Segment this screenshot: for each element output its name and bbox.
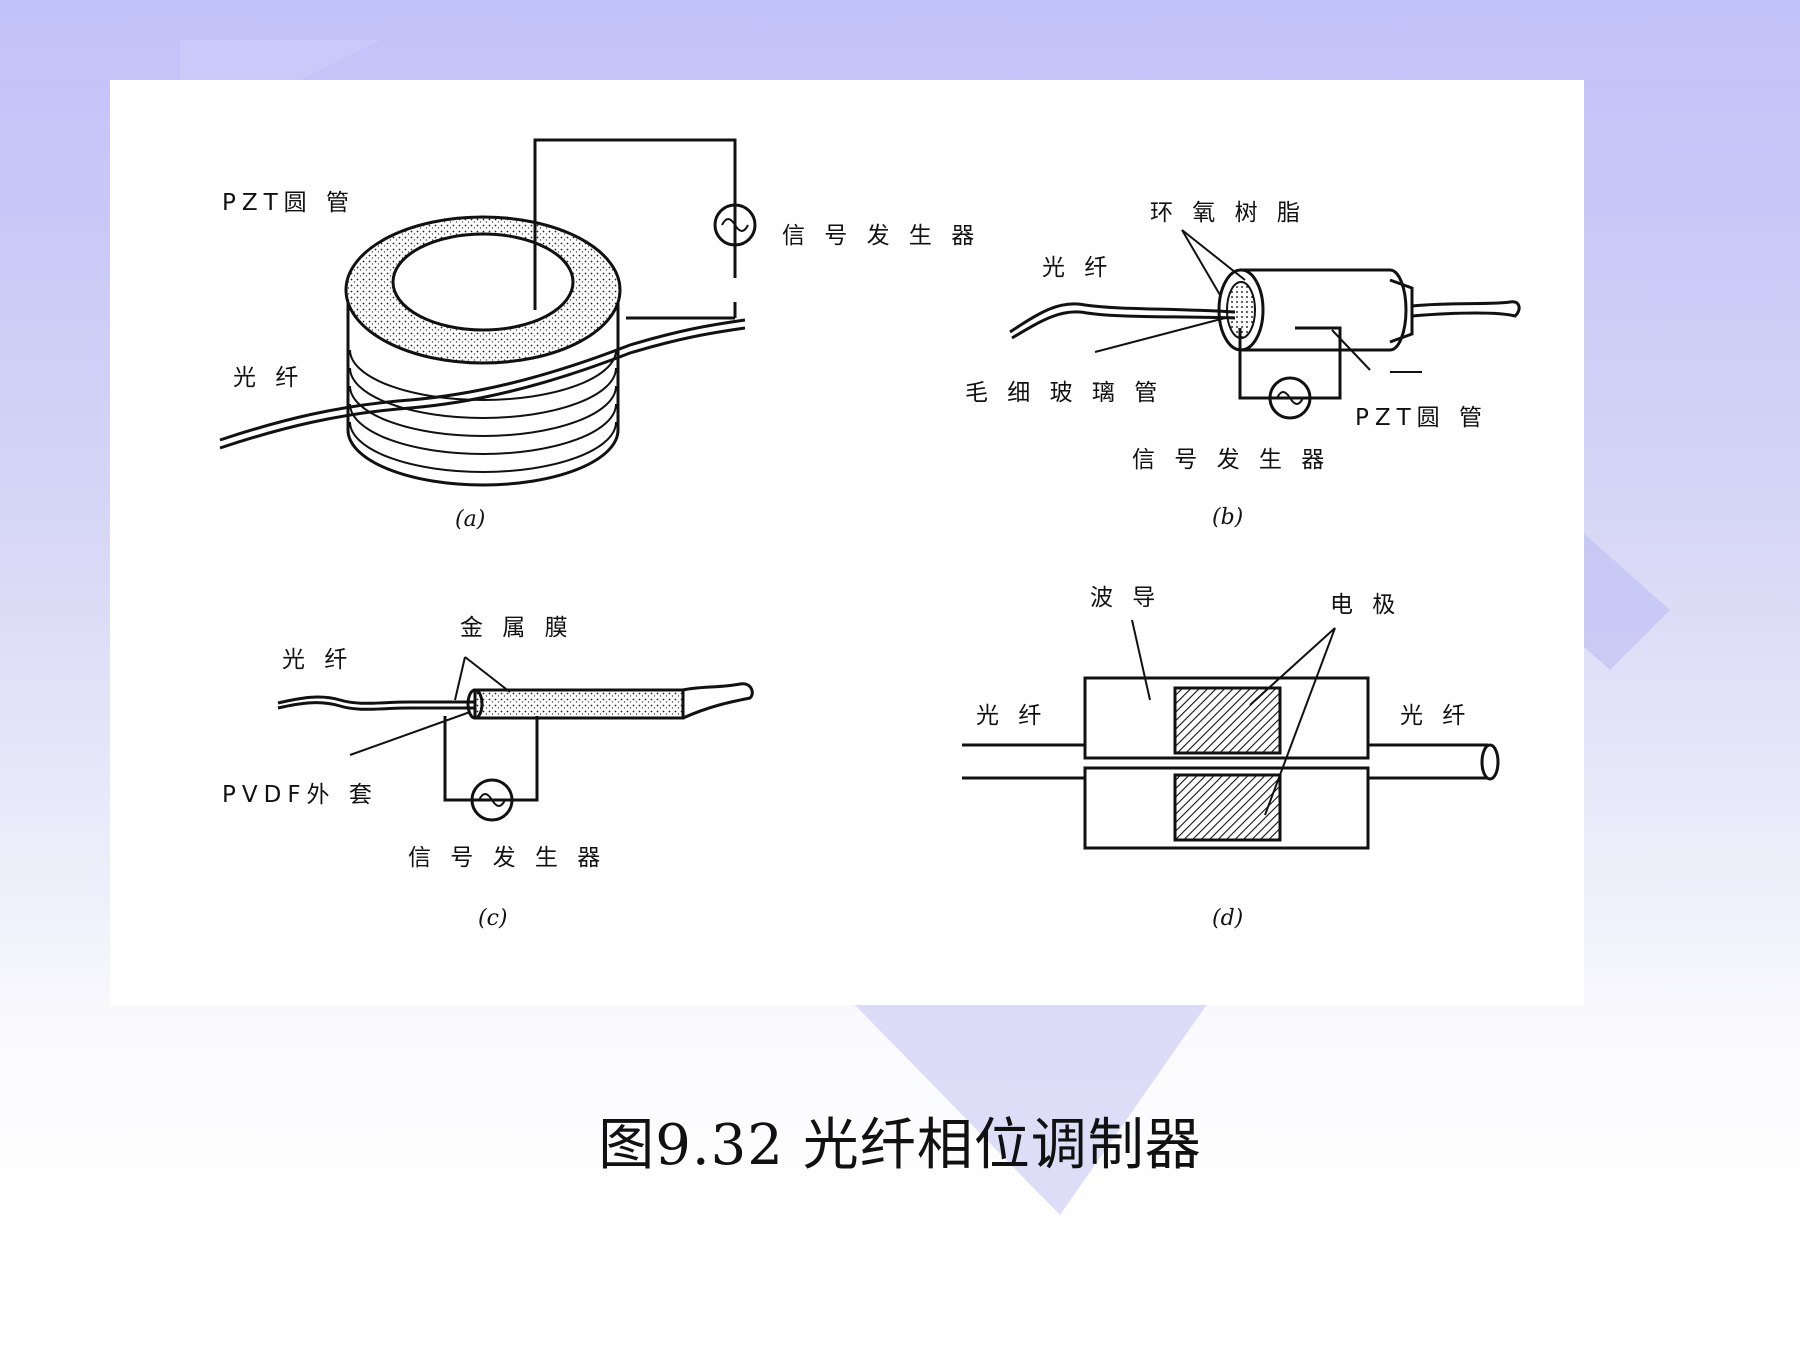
panel-tag-b: (b) bbox=[1212, 505, 1243, 530]
label-fiber-left-d: 光 纤 bbox=[976, 703, 1047, 729]
label-pzt-tube-a: PZT圆 管 bbox=[222, 190, 355, 216]
electrode-top-d bbox=[1173, 686, 1282, 755]
figure-caption: 图9.32 光纤相位调制器 bbox=[598, 1113, 1202, 1178]
label-pvdf-jacket-c: PVDF外 套 bbox=[222, 782, 378, 808]
label-electrode-d: 电 极 bbox=[1330, 592, 1401, 618]
panel-tag-c: (c) bbox=[478, 906, 508, 931]
modulator-diagram: PZT圆 管 信 号 发 生 器 光 纤 (a) bbox=[219, 138, 1521, 931]
circuit-c bbox=[443, 716, 539, 822]
fibers-d bbox=[962, 743, 1500, 781]
leaders-d bbox=[1131, 619, 1336, 816]
label-signal-generator-b: 信 号 发 生 器 bbox=[1132, 447, 1330, 473]
label-fiber-c: 光 纤 bbox=[282, 647, 353, 673]
label-fiber-b: 光 纤 bbox=[1042, 255, 1113, 281]
label-metal-film-c: 金 属 膜 bbox=[460, 615, 574, 641]
pvdf-jacket-c bbox=[466, 682, 754, 720]
label-epoxy-b: 环 氧 树 脂 bbox=[1150, 200, 1306, 226]
label-pzt-tube-b: PZT圆 管 bbox=[1355, 405, 1488, 431]
label-fiber-a: 光 纤 bbox=[233, 365, 304, 391]
electrode-bottom-d bbox=[1173, 773, 1282, 842]
leaders-c bbox=[349, 656, 511, 756]
label-waveguide-d: 波 导 bbox=[1090, 585, 1161, 611]
circuit-b bbox=[1238, 326, 1342, 420]
panel-tag-d: (d) bbox=[1212, 906, 1243, 931]
circuit-a bbox=[533, 138, 757, 320]
waveguide-d bbox=[1083, 676, 1370, 850]
panel-tag-a: (a) bbox=[455, 507, 485, 532]
fiber-b bbox=[1009, 302, 1236, 334]
pzt-tube-body-a bbox=[346, 295, 620, 487]
label-signal-generator-a: 信 号 发 生 器 bbox=[782, 223, 980, 249]
pzt-tube-ring-a bbox=[344, 215, 622, 365]
label-signal-generator-c: 信 号 发 生 器 bbox=[408, 845, 606, 871]
pzt-tube-b bbox=[1217, 268, 1414, 352]
panel-d: 波 导 电 极 光 纤 光 纤 (d) bbox=[962, 585, 1500, 931]
fiber-a bbox=[219, 318, 746, 442]
panel-a: PZT圆 管 信 号 发 生 器 光 纤 (a) bbox=[219, 138, 980, 532]
panel-c: 金 属 膜 光 纤 PVDF外 套 信 号 发 生 器 (c) bbox=[222, 615, 754, 931]
leaders-b bbox=[1094, 229, 1422, 373]
label-capillary-b: 毛 细 玻 璃 管 bbox=[965, 380, 1163, 406]
figure-panel: PZT圆 管 信 号 发 生 器 光 纤 (a) bbox=[110, 80, 1584, 1005]
label-fiber-right-d: 光 纤 bbox=[1400, 703, 1471, 729]
fiber-c bbox=[277, 695, 500, 705]
panel-b: 环 氧 树 脂 光 纤 毛 细 玻 璃 管 PZT圆 管 信 号 发 生 器 (… bbox=[965, 200, 1521, 530]
